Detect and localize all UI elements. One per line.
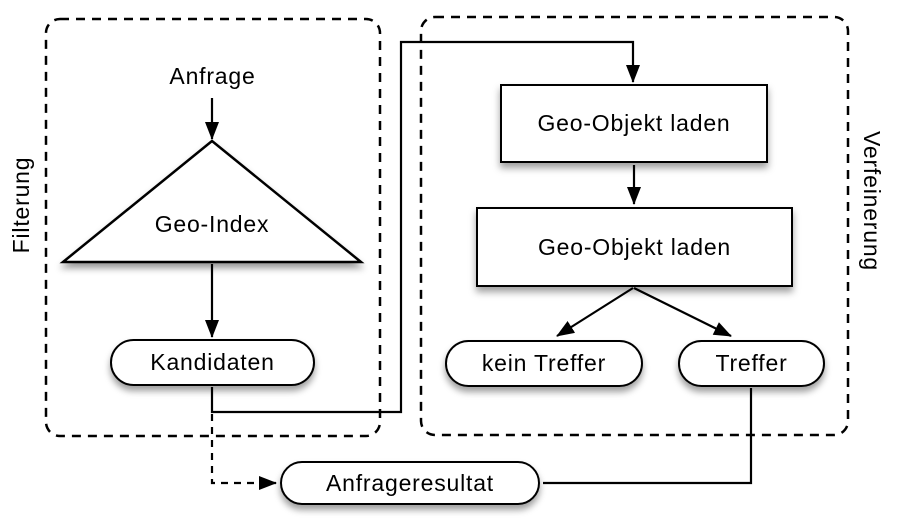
node-geo-index-label: Geo-Index	[154, 210, 270, 237]
verfeinerung-region-label: Verfeinerung	[859, 130, 885, 272]
node-treffer: Treffer	[678, 340, 825, 387]
node-kein-treffer: kein Treffer	[445, 340, 643, 387]
arrow-geoobjekt2-to-keintreffer	[556, 287, 634, 337]
verfeinerung-region-border	[419, 15, 850, 437]
line-treffer-to-anfrageresultat	[543, 388, 753, 485]
filterung-region-border	[44, 17, 382, 438]
node-anfrage: Anfrage	[169, 62, 256, 89]
geo-index-triangle	[59, 139, 365, 264]
node-anfrageresultat: Anfrageresultat	[280, 461, 540, 505]
dashed-arrow-kandidaten-to-anfrageresultat	[210, 414, 277, 490]
node-kandidaten: Kandidaten	[110, 339, 315, 386]
filterung-region-label: Filterung	[8, 156, 34, 254]
arrow-kandidaten-to-geoobjekt1	[210, 40, 640, 414]
arrow-geoobjekt2-to-treffer	[633, 287, 732, 337]
node-geo-objekt-laden-1: Geo-Objekt laden	[500, 84, 768, 163]
node-geo-objekt-laden-2: Geo-Objekt laden	[476, 207, 793, 287]
